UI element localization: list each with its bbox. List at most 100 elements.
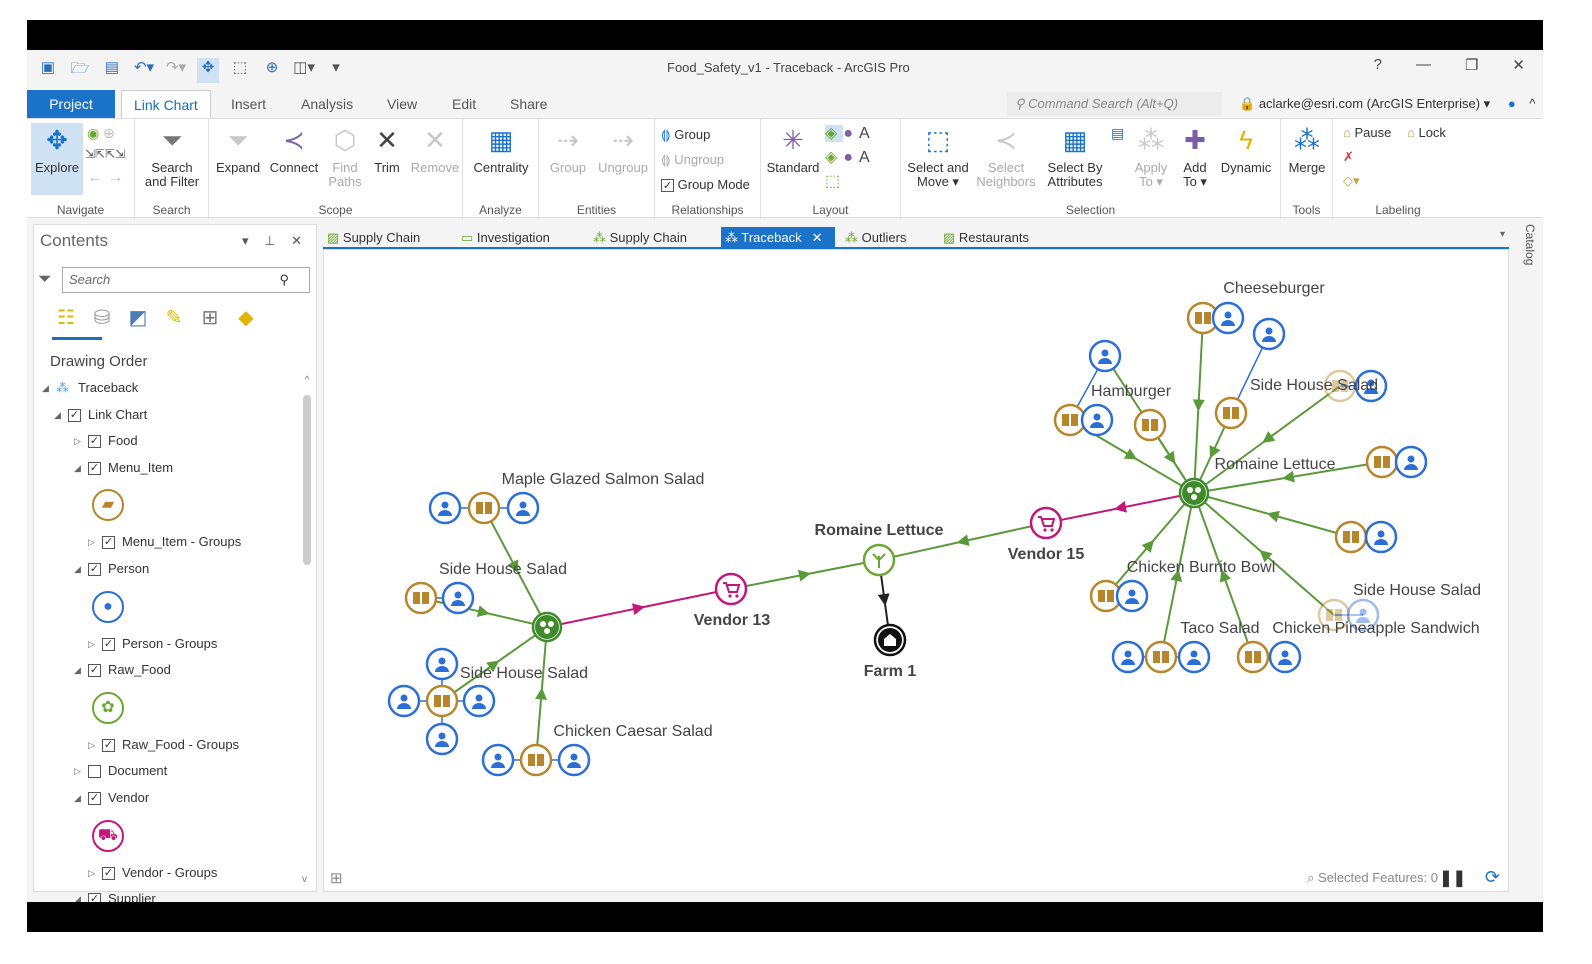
menu-node[interactable]: [1214, 396, 1248, 430]
data-source-icon[interactable]: ⛁: [93, 307, 111, 329]
visibility-checkbox[interactable]: ✓: [102, 738, 115, 752]
tree-item[interactable]: ▷✓Menu_Item - Groups: [34, 529, 296, 556]
close-button[interactable]: ✕: [1512, 57, 1525, 74]
menu-node[interactable]: [1133, 408, 1167, 442]
person-node[interactable]: [441, 581, 475, 615]
menu-node[interactable]: [1053, 403, 1087, 437]
tab-share[interactable]: Share: [510, 96, 548, 112]
graph-edge[interactable]: [1192, 317, 1205, 494]
menu-node[interactable]: [1365, 445, 1399, 479]
drawing-order-icon[interactable]: ☷: [57, 307, 75, 329]
tree-item[interactable]: ◢✓Vendor: [34, 785, 296, 812]
farm-node[interactable]: [873, 623, 907, 657]
select-by-attributes-button[interactable]: ▦Select By Attributes: [1047, 125, 1103, 189]
expand-toggle-icon[interactable]: ◢: [74, 894, 81, 905]
menu-node[interactable]: [519, 743, 553, 777]
graph-edge[interactable]: [1105, 492, 1195, 597]
person-node[interactable]: [428, 491, 462, 525]
add-to-button[interactable]: ✚Add To ▾: [1175, 123, 1215, 189]
menu-node[interactable]: [425, 684, 459, 718]
doc-tab[interactable]: ⁂ Traceback✕: [721, 227, 835, 249]
visibility-checkbox[interactable]: [88, 765, 101, 779]
visibility-checkbox[interactable]: ✓: [102, 536, 115, 550]
zoom-icon[interactable]: ⊕: [265, 59, 279, 76]
standard-layout-button[interactable]: ✳Standard: [766, 125, 820, 175]
expand-toggle-icon[interactable]: ◢: [74, 462, 81, 473]
menu-node[interactable]: [404, 581, 438, 615]
menu-node[interactable]: [1334, 520, 1368, 554]
explore-button[interactable]: ✥Explore: [31, 123, 83, 195]
person-node[interactable]: [1354, 369, 1388, 403]
person-node[interactable]: [1364, 520, 1398, 554]
person-node[interactable]: [1111, 640, 1145, 674]
hub-node[interactable]: [1178, 477, 1210, 509]
tab-link-chart[interactable]: Link Chart: [121, 90, 211, 118]
menu-node[interactable]: [1317, 598, 1351, 632]
ungroup-relationships-button[interactable]: ⟬⟭ Ungroup: [661, 152, 725, 167]
catalog-pane-tab[interactable]: Catalog: [1523, 224, 1537, 266]
visibility-checkbox[interactable]: ✓: [68, 408, 81, 422]
customize-icon[interactable]: ▾: [332, 59, 340, 76]
add-layer-icon[interactable]: ⊞: [330, 870, 343, 887]
hub-node[interactable]: [531, 611, 563, 643]
visibility-checkbox[interactable]: ✓: [88, 435, 101, 449]
tree-item[interactable]: ◢✓Menu_Item: [34, 455, 296, 482]
redo-icon[interactable]: ↷▾: [165, 59, 187, 76]
expand-toggle-icon[interactable]: ◢: [42, 383, 49, 393]
group-entities-button[interactable]: ⇢Group: [549, 125, 587, 175]
close-tab-icon[interactable]: ✕: [811, 230, 823, 245]
visibility-checkbox[interactable]: ✓: [102, 866, 115, 880]
doc-tab[interactable]: ▨ Restaurants: [939, 227, 1049, 249]
person-node[interactable]: [506, 491, 540, 525]
search-and-filter-button[interactable]: ⏷Search and Filter: [144, 125, 200, 189]
minimize-button[interactable]: —: [1415, 56, 1431, 73]
new-project-icon[interactable]: ▣: [40, 59, 56, 76]
person-node[interactable]: [425, 722, 459, 756]
person-node[interactable]: [1115, 579, 1149, 613]
graph-edge[interactable]: [1193, 492, 1352, 538]
person-node[interactable]: [1394, 445, 1428, 479]
tab-edit[interactable]: Edit: [452, 96, 477, 112]
menu-node[interactable]: [1236, 640, 1270, 674]
person-node[interactable]: [481, 743, 515, 777]
layout-tools-icon-2[interactable]: ◈●A: [825, 149, 876, 166]
select-icon[interactable]: ⬚: [232, 59, 248, 76]
remove-labels-icon[interactable]: ✗: [1343, 149, 1354, 164]
notification-icon[interactable]: ●: [1507, 96, 1516, 111]
graph-edge[interactable]: [420, 597, 548, 628]
tree-item[interactable]: ▷Document: [34, 758, 296, 785]
expand-toggle-icon[interactable]: ◢: [74, 665, 81, 676]
expand-toggle-icon[interactable]: ▷: [74, 436, 81, 447]
tree-item[interactable]: ▷✓Vendor - Groups: [34, 860, 296, 887]
remove-button[interactable]: ✕Remove: [410, 125, 460, 175]
selection-icon[interactable]: ◩: [128, 307, 148, 329]
expand-toggle-icon[interactable]: ◢: [74, 563, 81, 574]
person-node[interactable]: [1211, 301, 1245, 335]
group-mode-checkbox[interactable]: ✓ Group Mode: [661, 177, 750, 192]
menu-node[interactable]: [1144, 640, 1178, 674]
expand-toggle-icon[interactable]: ▷: [88, 638, 95, 649]
tab-analysis[interactable]: Analysis: [301, 96, 354, 112]
graph-edge[interactable]: [1045, 492, 1195, 524]
pause-drawing-button[interactable]: ❚❚: [1439, 870, 1466, 887]
contents-search-input[interactable]: Search⚲: [62, 267, 310, 293]
graph-edge[interactable]: [535, 626, 548, 761]
doc-tab[interactable]: ▭ Investigation: [457, 227, 583, 249]
person-node[interactable]: [1252, 317, 1286, 351]
tab-project[interactable]: Project: [27, 90, 115, 118]
group-relationships-button[interactable]: ⟬⟭ Group: [661, 127, 711, 142]
menu-node[interactable]: [1186, 301, 1220, 335]
expand-toggle-icon[interactable]: ▷: [88, 739, 95, 750]
graph-edge[interactable]: [878, 522, 1047, 561]
tree-item[interactable]: ◢✓Person: [34, 556, 296, 583]
tree-item[interactable]: ▷✓Raw_Food - Groups: [34, 732, 296, 759]
graph-edge[interactable]: [1193, 385, 1341, 494]
visibility-checkbox[interactable]: ✓: [88, 791, 101, 805]
pause-labeling-button[interactable]: ⌂ Pause: [1343, 125, 1392, 140]
trim-button[interactable]: ✕Trim: [367, 123, 407, 175]
merge-button[interactable]: ⁂Merge: [1288, 125, 1326, 175]
layout-select-icon[interactable]: ⬚: [825, 173, 841, 190]
select-and-move-button[interactable]: ⬚Select and Move ▾: [907, 125, 969, 189]
graph-edge[interactable]: [1193, 492, 1254, 658]
